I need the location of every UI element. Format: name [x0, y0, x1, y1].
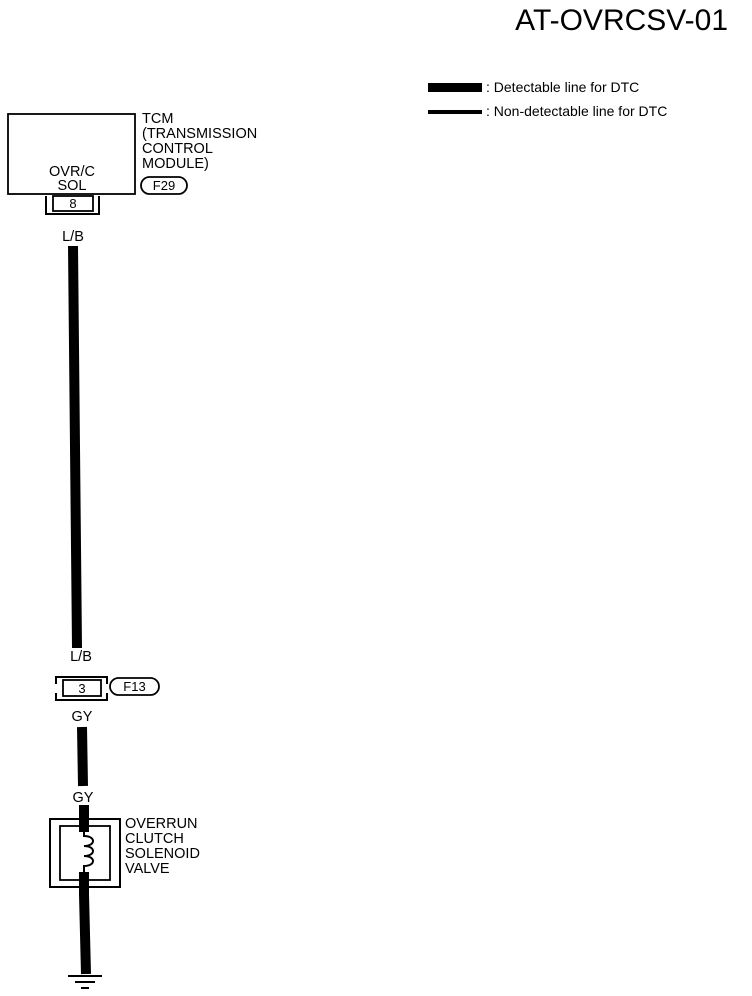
intermediate-connector-id-badge	[109, 677, 160, 696]
tcm-terminal-box	[52, 195, 94, 212]
tcm-label-line-4: MODULE)	[142, 156, 209, 172]
intermediate-terminal-number: 3	[78, 681, 85, 696]
solenoid-label-line-4: VALVE	[125, 861, 170, 877]
solenoid-label-line-3: SOLENOID	[125, 846, 200, 862]
tcm-terminal-name-line-2: SOL	[57, 178, 86, 194]
tcm-terminal-connector: 8	[45, 195, 100, 215]
legend-detectable-label: : Detectable line for DTC	[486, 79, 639, 95]
intermediate-connector-id: F13	[123, 679, 145, 694]
diagram-title: AT-OVRCSV-01	[515, 4, 728, 37]
tcm-box	[7, 113, 136, 195]
tcm-label-line-1: TCM	[142, 111, 173, 127]
overrun-clutch-solenoid-valve: OVERRUN CLUTCH SOLENOID VALVE	[49, 805, 200, 896]
wire-upper-detectable-line	[68, 245, 82, 649]
intermediate-connector: 3 F13	[55, 676, 160, 701]
legend-detectable-line-swatch	[428, 83, 482, 92]
wire-lower-detectable-line	[77, 726, 88, 787]
tcm-terminal-bracket	[45, 196, 100, 215]
tcm-connector-id: F29	[153, 178, 175, 193]
legend-non-detectable-line-swatch	[428, 110, 482, 114]
tcm-module: TCM (TRANSMISSION CONTROL MODULE) OVR/C …	[7, 111, 257, 195]
intermediate-connector-bracket-bottom	[55, 693, 108, 701]
wire-lower-color-code-bottom: GY	[73, 790, 94, 806]
wire-upper-color-code-top: L/B	[62, 229, 84, 245]
ground-icon	[68, 975, 102, 989]
tcm-label-line-3: CONTROL	[142, 141, 213, 157]
tcm-label-line-2: (TRANSMISSION	[142, 126, 257, 142]
legend-non-detectable-label: : Non-detectable line for DTC	[486, 103, 667, 119]
tcm-terminal-number: 8	[69, 196, 76, 211]
intermediate-connector-bracket-top	[55, 676, 108, 684]
intermediate-terminal-box	[62, 679, 102, 697]
solenoid-label-line-1: OVERRUN	[125, 816, 198, 832]
tcm-connector-id-badge	[140, 176, 188, 195]
solenoid-label-line-2: CLUTCH	[125, 831, 184, 847]
ground-wire	[79, 893, 91, 975]
wire-lower-color-code-top: GY	[72, 709, 93, 725]
wire-upper-color-code-bottom: L/B	[70, 649, 92, 665]
legend: : Detectable line for DTC : Non-detectab…	[428, 79, 667, 119]
solenoid-coil-icon	[83, 830, 94, 874]
tcm-terminal-name-line-1: OVR/C	[49, 164, 95, 180]
